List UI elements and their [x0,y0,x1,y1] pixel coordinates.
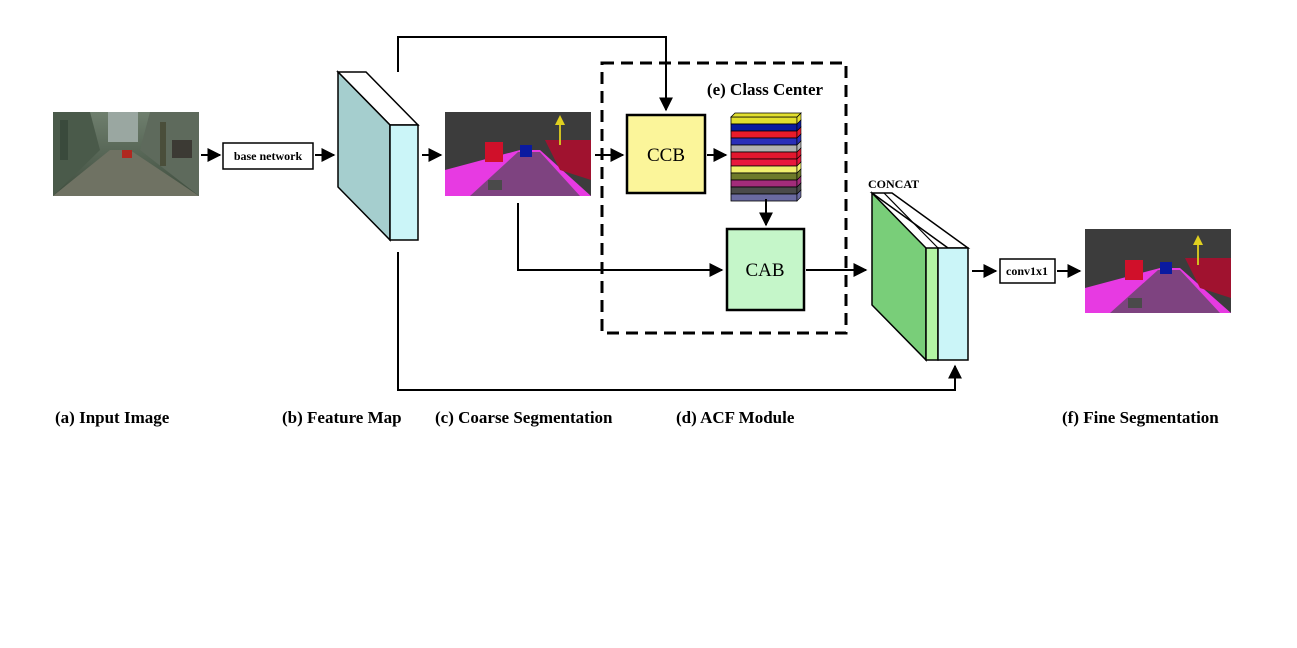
coarse-segmentation-image [445,112,591,196]
arrow-feature-to-ccb [397,36,673,112]
caption-acf-module: (d) ACF Module [676,408,795,427]
class-center-layer [730,130,798,139]
arrow-coarse-to-cab [517,203,724,277]
fine-segmentation-image [1085,229,1231,313]
class-center-layer-side [796,189,802,202]
ccb-block: CCB [625,113,707,195]
class-center-layer [730,172,798,181]
class-center-layer [730,158,798,167]
cab-label: CAB [745,260,784,281]
connectors [201,36,1082,391]
caption-fine-segmentation: (f) Fine Segmentation [1062,408,1219,427]
concat-block: CONCAT [868,177,971,362]
acf-module-frame [600,61,848,335]
arrow-feature-to-concat [397,252,962,391]
class-center-layer [730,179,798,188]
input-image [53,112,199,196]
conv1x1-label: conv1x1 [1006,264,1048,278]
class-center-label: (e) Class Center [707,80,824,99]
class-center-layer [730,123,798,132]
base-network-label: base network [234,149,303,163]
class-center-layer [730,144,798,153]
class-center-layer [730,165,798,174]
class-center-layer [730,151,798,160]
caption-coarse-segmentation: (c) Coarse Segmentation [435,408,613,427]
caption-feature-map: (b) Feature Map [282,408,402,427]
conv1x1-box: conv1x1 [999,258,1056,284]
ccb-label: CCB [647,145,685,166]
class-center-layer [730,137,798,146]
feature-map-front [389,124,419,241]
concat-label: CONCAT [868,177,919,191]
cab-block: CAB [725,227,806,312]
base-network-box: base network [222,142,314,170]
caption-input-image: (a) Input Image [55,408,170,427]
feature-map-block [336,70,420,242]
class-center-layer-top [730,112,802,118]
class-center-layer [730,186,798,195]
class-center-layer [730,116,798,125]
class-center-stack [730,112,802,202]
class-center-layer [730,193,798,202]
